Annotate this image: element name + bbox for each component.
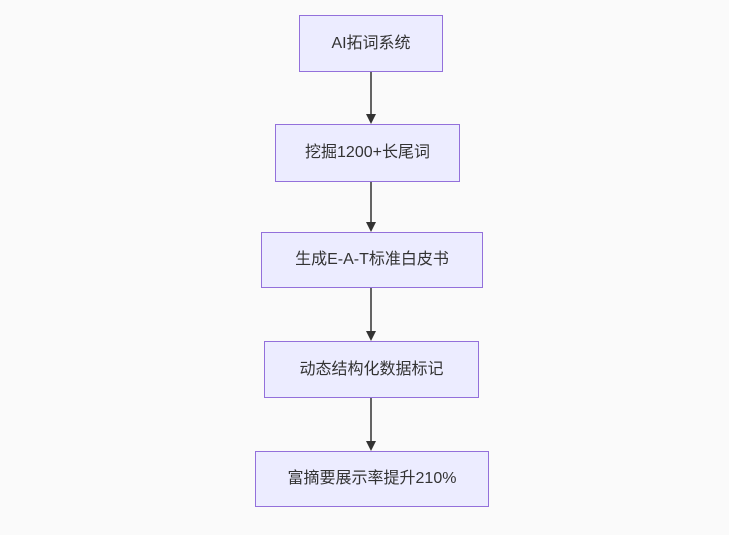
- flow-node-structured-data-markup: 动态结构化数据标记: [264, 341, 479, 398]
- arrow-down-icon: [366, 288, 376, 341]
- flow-arrow-c-d: [361, 288, 381, 341]
- flow-arrow-a-b: [361, 72, 381, 124]
- flow-node-longtail-mining: 挖掘1200+长尾词: [275, 124, 460, 182]
- flow-node-rich-snippet-result: 富摘要展示率提升210%: [255, 451, 489, 507]
- arrow-down-icon: [366, 398, 376, 451]
- arrow-down-icon: [366, 72, 376, 124]
- arrow-down-icon: [366, 182, 376, 232]
- flow-arrow-d-e: [361, 398, 381, 451]
- flow-node-eat-whitepaper: 生成E-A-T标准白皮书: [261, 232, 483, 288]
- flow-node-ai-keyword-system: AI拓词系统: [299, 15, 443, 72]
- flow-arrow-b-c: [361, 182, 381, 232]
